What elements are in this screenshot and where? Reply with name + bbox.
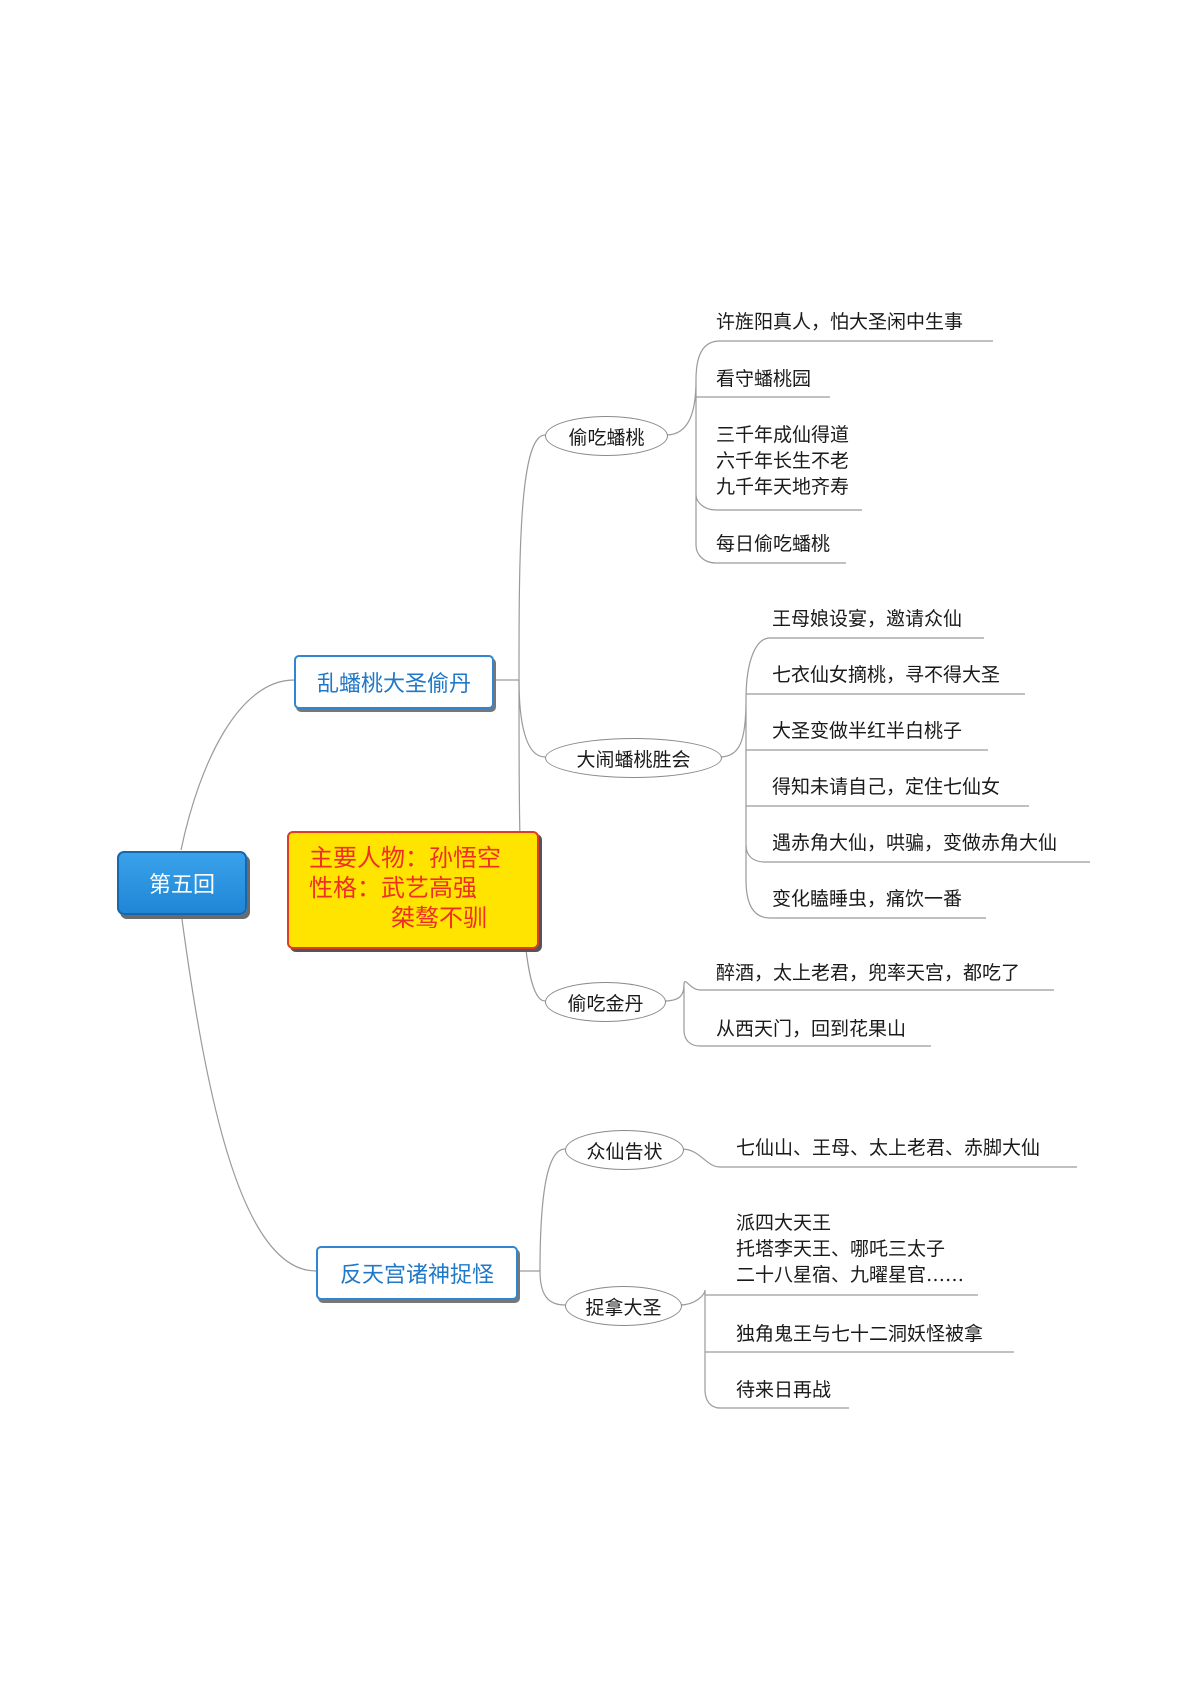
- leaf-text: 许旌阳真人，怕大圣闲中生事: [716, 311, 964, 333]
- branch-node-1: 乱蟠桃大圣偷丹: [294, 655, 494, 709]
- subtopic-1-1: 偷吃蟠桃: [545, 416, 668, 456]
- branch-node-2: 反天宫诸神捉怪: [316, 1246, 518, 1300]
- leaf-text: 遇赤角大仙，哄骗，变做赤角大仙: [772, 832, 1058, 854]
- leaf-text: 七仙山、王母、太上老君、赤脚大仙: [736, 1137, 1041, 1159]
- note-line-3: 桀骜不驯: [391, 904, 487, 932]
- connector-s2-l1: [745, 637, 984, 701]
- leaf-text: 变化瞌睡虫，痛饮一番: [772, 888, 963, 910]
- connector-branch1-sub1: [518, 434, 546, 681]
- leaf-text: 大圣变做半红半白桃子: [772, 720, 963, 742]
- leaf-text: 每日偷吃蟠桃: [716, 533, 831, 555]
- note-line-2: 性格：武艺高强: [309, 874, 477, 902]
- connector-s2-trunk: [719, 699, 747, 880]
- connector-s1-l4: [695, 544, 846, 564]
- connector-s5-l3: [704, 1389, 849, 1409]
- leaf-text: 王母娘设宴，邀请众仙: [772, 608, 963, 630]
- connector-s1-l3: [695, 494, 862, 511]
- leaf-text: 三千年成仙得道 六千年长生不老 九千年天地齐寿: [716, 424, 850, 498]
- connector-branch2-sub1: [539, 1148, 566, 1272]
- subtopic-2-1: 众仙告状: [565, 1130, 684, 1170]
- character-note: 主要人物：孙悟空 性格：武艺高强 桀骜不驯: [287, 831, 539, 949]
- root-node: 第五回: [117, 851, 247, 915]
- connector-branch2-sub2: [539, 1270, 566, 1306]
- subtopic-2-2: 捉拿大圣: [565, 1286, 682, 1326]
- leaf-text: 待来日再战: [736, 1379, 832, 1401]
- connector-s4-l1: [681, 1148, 1077, 1168]
- connector-s1-trunk: [665, 379, 697, 545]
- leaf-text: 看守蟠桃园: [716, 368, 812, 390]
- connector-branch1-sub2: [518, 679, 546, 758]
- connector-s1-l1: [695, 340, 993, 381]
- leaf-text: 七衣仙女摘桃，寻不得大圣: [772, 664, 1001, 686]
- subtopic-1-2: 大闹蟠桃胜会: [545, 738, 722, 778]
- connector-root-branch1: [180, 679, 295, 851]
- connector-s3-l1: [683, 980, 1054, 991]
- leaf-text: 醉酒，太上老君，兜率天宫，都吃了: [716, 962, 1021, 984]
- leaf-text: 独角鬼王与七十二洞妖怪被拿: [736, 1323, 984, 1345]
- leaf-text: 派四大天王 托塔李天王、哪吒三太子 二十八星宿、九曜星官……: [736, 1212, 965, 1286]
- connector-s2-l6: [745, 879, 986, 919]
- connector-s3-l2: [683, 1029, 931, 1047]
- leaf-text: 得知未请自己，定住七仙女: [772, 776, 1001, 798]
- connector-root-branch2: [180, 911, 317, 1272]
- note-line-1: 主要人物：孙悟空: [309, 844, 501, 872]
- connector-s2-l5: [745, 844, 1090, 863]
- connector-s5-trunk: [679, 1289, 706, 1390]
- leaf-text: 从西天门，回到花果山: [716, 1018, 907, 1040]
- subtopic-1-3: 偷吃金丹: [545, 982, 666, 1022]
- connector-s3-trunk: [663, 984, 685, 1030]
